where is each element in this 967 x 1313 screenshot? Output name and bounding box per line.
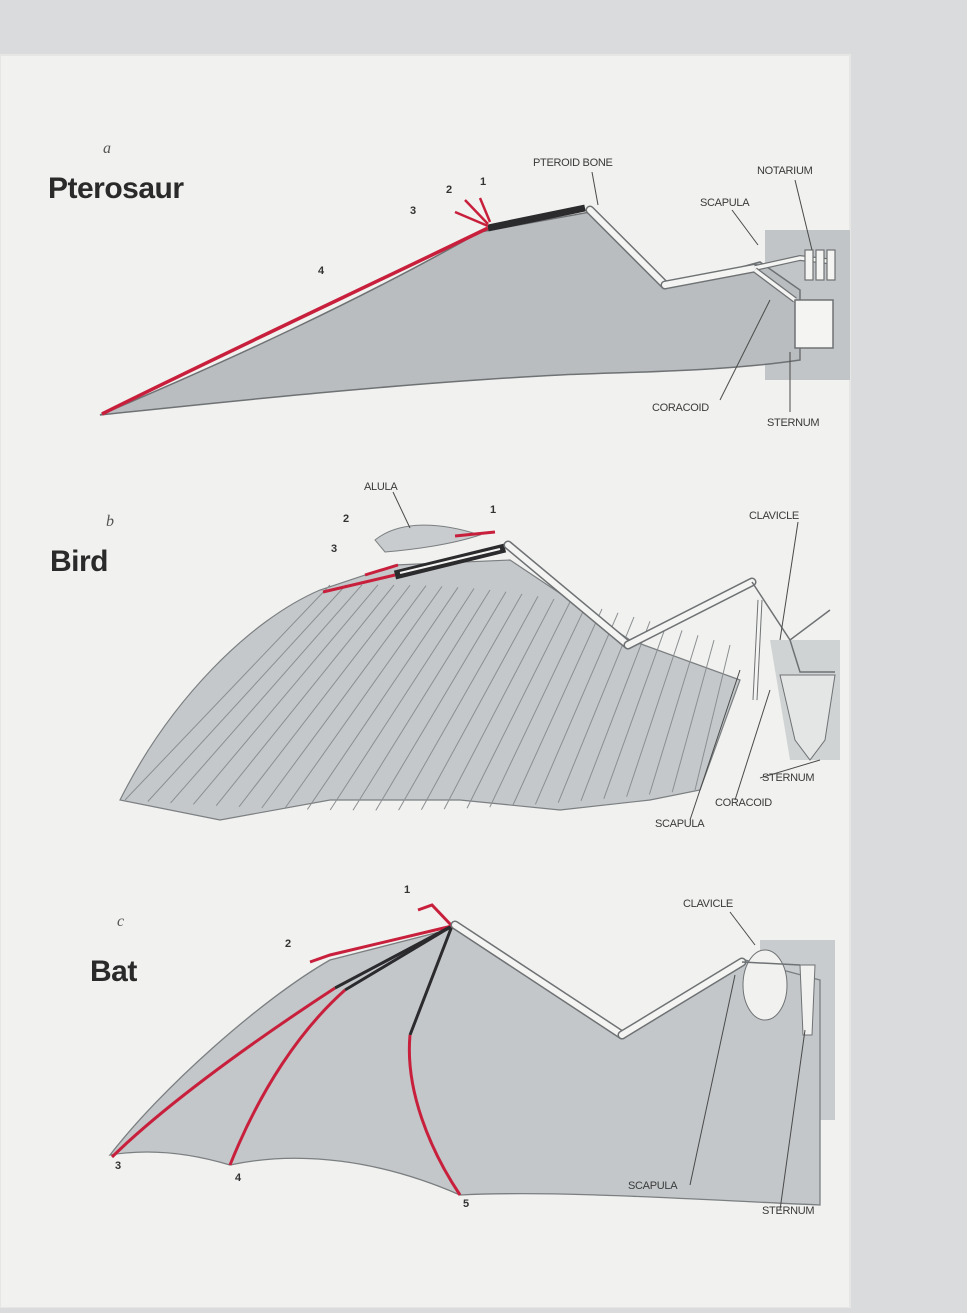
feather-shaft <box>284 586 443 810</box>
pterosaur-title: Pterosaur <box>48 172 184 205</box>
feather-shaft <box>124 584 331 801</box>
pteroid-bone-label: PTEROID BONE <box>533 157 613 169</box>
feather-shaft <box>352 589 491 811</box>
panel-c-letter: c <box>117 913 125 930</box>
pterosaur-digit-3: 3 <box>410 205 417 217</box>
pterosaur-sternum <box>794 299 834 349</box>
bird-forearm <box>505 542 631 648</box>
feather-shaft <box>147 584 347 802</box>
bat-scapula <box>742 949 788 1021</box>
feather-shaft <box>170 584 363 804</box>
pterosaur-forearm <box>587 207 668 288</box>
pterosaur-digit-4: 4 <box>318 265 325 277</box>
feather-shaft <box>648 635 699 795</box>
panel-b-letter: b <box>106 513 114 530</box>
pterosaur-sternum-label: STERNUM <box>767 417 820 429</box>
bat-digit-3: 3 <box>115 1160 122 1172</box>
feather-shaft <box>534 612 619 805</box>
bat-forearm <box>452 922 625 1038</box>
bat-digit-1: 1 <box>404 884 411 896</box>
pterosaur-scapula-label: SCAPULA <box>700 197 750 209</box>
pterosaur-wing-finger <box>101 226 489 416</box>
feather-shaft <box>512 608 603 807</box>
bird-panel <box>119 491 840 821</box>
pterosaur-panel <box>99 171 850 416</box>
feather-shaft <box>626 630 683 797</box>
bird-digit-3: 3 <box>331 543 338 555</box>
bird-scapula-label: SCAPULA <box>655 818 705 830</box>
feather-shaft <box>671 639 715 793</box>
bat-digit-2: 2 <box>285 938 292 950</box>
bird-sternum-label: STERNUM <box>762 772 815 784</box>
feather-shaft <box>466 601 571 809</box>
feather-shaft <box>489 605 587 808</box>
bat-digit-3 <box>110 924 453 1159</box>
bat-sternum-label: STERNUM <box>762 1205 815 1217</box>
pterosaur-notarium-label: NOTARIUM <box>757 165 813 177</box>
bat-digit-4 <box>228 988 346 1166</box>
bat-humerus <box>619 959 745 1038</box>
bat-clavicle-label: CLAVICLE <box>683 898 733 910</box>
bat-panel <box>108 903 835 1211</box>
feather-shaft <box>238 584 411 808</box>
bat-digit-4: 4 <box>235 1172 242 1184</box>
feather-shaft <box>193 584 379 805</box>
pterosaur-digit-2: 2 <box>446 184 453 196</box>
bird-title: Bird <box>50 545 109 578</box>
feather-shaft <box>261 585 427 809</box>
feather-shaft <box>694 644 731 791</box>
bird-feathers <box>119 559 741 821</box>
feather-shaft <box>420 595 539 811</box>
bat-digit-5 <box>407 1034 462 1196</box>
bat-membrane <box>108 927 821 1206</box>
feather-shaft <box>603 625 667 799</box>
pterosaur-metacarpal <box>487 204 586 232</box>
pterosaur-coracoid-label: CORACOID <box>652 402 709 414</box>
bird-humerus <box>625 579 755 648</box>
bat-thumb <box>417 903 454 928</box>
bird-digit-1: 1 <box>490 504 497 516</box>
feather-shaft <box>557 616 635 803</box>
feather-shaft <box>375 591 507 811</box>
bird-clavicle-label: CLAVICLE <box>749 510 799 522</box>
bird-alula-label: ALULA <box>364 481 398 493</box>
feather-shaft <box>443 598 555 810</box>
bat-sternum <box>799 964 816 1036</box>
feather-shaft <box>215 584 395 806</box>
bat-scapula-label: SCAPULA <box>628 1180 678 1192</box>
feather-shaft <box>580 621 651 801</box>
feather-shaft <box>329 588 475 811</box>
pterosaur-digit-1: 1 <box>480 176 487 188</box>
bird-coracoid-label: CORACOID <box>715 797 772 809</box>
feather-shaft <box>306 587 459 810</box>
bird-digit-2: 2 <box>343 513 350 525</box>
bird-sternum <box>779 674 836 761</box>
panel-a-letter: a <box>103 140 111 157</box>
pterosaur-membrane <box>99 211 801 416</box>
feather-shaft <box>398 593 523 811</box>
bat-digit-5: 5 <box>463 1198 470 1210</box>
bird-digits <box>322 530 496 594</box>
bat-title: Bat <box>90 955 137 988</box>
pterosaur-small-fingers <box>454 197 492 228</box>
pterosaur-humerus <box>662 265 758 288</box>
